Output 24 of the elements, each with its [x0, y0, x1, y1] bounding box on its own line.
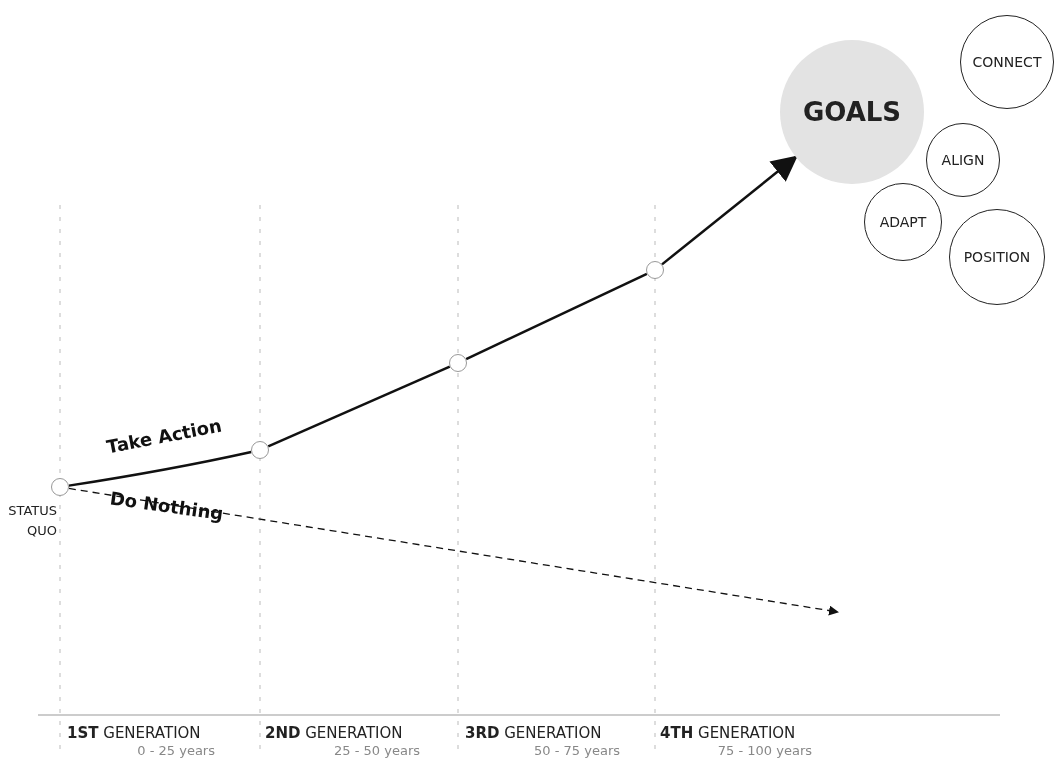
generation-label: 2ND GENERATION: [265, 724, 403, 742]
generation-label: 4TH GENERATION: [660, 724, 796, 742]
topic-label: ALIGN: [941, 152, 985, 168]
milestone-circle: [449, 354, 467, 372]
line: [68, 450, 252, 487]
topic-label: CONNECT: [972, 54, 1042, 70]
milestone-circle: [251, 441, 269, 459]
arrow: [68, 487, 839, 616]
year-range: 25 - 50 years: [334, 743, 420, 758]
generation-label: 3RD GENERATION: [465, 724, 602, 742]
topic-label: POSITION: [963, 249, 1031, 265]
year-range: 0 - 25 years: [137, 743, 215, 758]
generation-label: 1ST GENERATION: [67, 724, 201, 742]
node-caption: STATUS QUO: [7, 502, 57, 540]
line: [267, 365, 451, 448]
line: [465, 272, 648, 361]
edge-label: Do Nothing: [107, 488, 226, 525]
topic-label: ADAPT: [879, 214, 927, 230]
arrow: [661, 155, 798, 266]
year-range: 50 - 75 years: [534, 743, 620, 758]
milestone-circle: [646, 261, 664, 279]
year-range: 75 - 100 years: [717, 743, 812, 758]
milestone-circle: [51, 478, 69, 496]
goal-title: GOALS: [802, 97, 902, 127]
